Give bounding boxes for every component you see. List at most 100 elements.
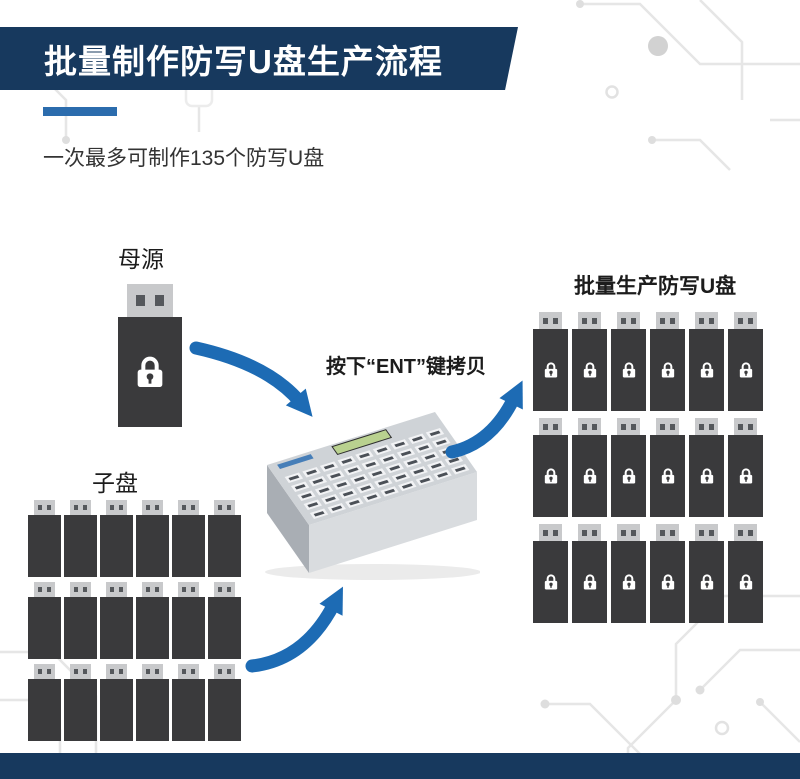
lock-icon: [739, 574, 752, 590]
usb-drive: [28, 582, 61, 659]
usb-drive-locked: [689, 524, 724, 623]
connector-slot: [218, 587, 223, 592]
connector-slot: [592, 423, 598, 430]
connector-slot: [737, 423, 743, 430]
usb-body: [172, 597, 205, 659]
page-title: 批量制作防写U盘生产流程: [44, 42, 443, 80]
usb-body: [533, 541, 568, 623]
connector-slot: [659, 317, 665, 324]
title-banner: 批量制作防写U盘生产流程: [0, 27, 518, 90]
connector-slot: [709, 423, 715, 430]
lock-icon: [544, 362, 557, 378]
usb-connector: [34, 582, 55, 597]
usb-body: [28, 679, 61, 741]
usb-body: [611, 435, 646, 517]
usb-connector: [656, 418, 679, 435]
lock-icon: [622, 574, 635, 590]
usb-body: [100, 679, 133, 741]
usb-drive: [64, 664, 97, 741]
connector-slot: [659, 423, 665, 430]
usb-drive-locked: [650, 312, 685, 411]
connector-slot: [542, 317, 548, 324]
connector-slot: [182, 505, 187, 510]
usb-body: [611, 541, 646, 623]
connector-slot: [737, 317, 743, 324]
usb-connector: [578, 524, 601, 541]
usb-body: [533, 435, 568, 517]
usb-connector: [178, 664, 199, 679]
connector-slot: [553, 317, 559, 324]
usb-drive-locked: [572, 524, 607, 623]
usb-drive: [208, 582, 241, 659]
connector-slot: [620, 423, 626, 430]
usb-connector: [127, 284, 173, 317]
footer-bar: [0, 753, 800, 779]
usb-connector: [142, 500, 163, 515]
connector-slot: [182, 669, 187, 674]
usb-body: [650, 329, 685, 411]
usb-connector: [656, 524, 679, 541]
usb-body: [118, 317, 182, 427]
connector-slot: [748, 529, 754, 536]
connector-slot: [38, 669, 43, 674]
usb-connector: [578, 312, 601, 329]
usb-body: [689, 541, 724, 623]
usb-body: [689, 435, 724, 517]
connector-slot: [46, 505, 51, 510]
usb-connector: [578, 418, 601, 435]
usb-body: [136, 679, 169, 741]
usb-drive: [28, 664, 61, 741]
usb-drive: [172, 500, 205, 577]
usb-duplicator-machine: [245, 390, 480, 585]
source-usb-drive: [118, 284, 182, 427]
usb-connector: [34, 664, 55, 679]
connector-slot: [670, 529, 676, 536]
usb-body: [208, 679, 241, 741]
connector-slot: [74, 505, 79, 510]
usb-connector: [734, 524, 757, 541]
usb-drive-locked: [650, 524, 685, 623]
usb-drive-locked: [728, 312, 763, 411]
usb-body: [172, 515, 205, 577]
machine-brand-mark: [277, 454, 314, 469]
machine-usb-ports: [284, 427, 470, 520]
connector-slot: [118, 505, 123, 510]
connector-slot: [659, 529, 665, 536]
lock-icon: [583, 574, 596, 590]
lock-icon: [622, 362, 635, 378]
connector-slot: [631, 423, 637, 430]
connector-slot: [748, 317, 754, 324]
usb-connector: [70, 582, 91, 597]
connector-slot: [218, 669, 223, 674]
connector-slot: [146, 587, 151, 592]
usb-connector: [178, 582, 199, 597]
usb-body: [64, 679, 97, 741]
usb-drive-locked: [118, 284, 182, 427]
usb-connector: [695, 418, 718, 435]
lock-icon: [544, 574, 557, 590]
usb-body: [572, 435, 607, 517]
lock-icon: [544, 468, 557, 484]
usb-body: [689, 329, 724, 411]
usb-drive-locked: [689, 418, 724, 517]
lock-icon: [622, 468, 635, 484]
connector-slot: [698, 423, 704, 430]
usb-body: [611, 329, 646, 411]
usb-drive-locked: [533, 524, 568, 623]
connector-slot: [620, 317, 626, 324]
connector-slot: [709, 529, 715, 536]
connector-slot: [709, 317, 715, 324]
connector-slot: [146, 669, 151, 674]
connector-slot: [542, 423, 548, 430]
usb-drive-locked: [533, 312, 568, 411]
usb-drive: [172, 664, 205, 741]
connector-slot: [190, 669, 195, 674]
page-subtitle: 一次最多可制作135个防写U盘: [43, 147, 325, 170]
usb-drive: [172, 582, 205, 659]
lock-icon: [583, 362, 596, 378]
connector-slot: [110, 669, 115, 674]
usb-drive: [28, 500, 61, 577]
usb-body: [136, 515, 169, 577]
usb-drive: [208, 664, 241, 741]
usb-connector: [539, 524, 562, 541]
